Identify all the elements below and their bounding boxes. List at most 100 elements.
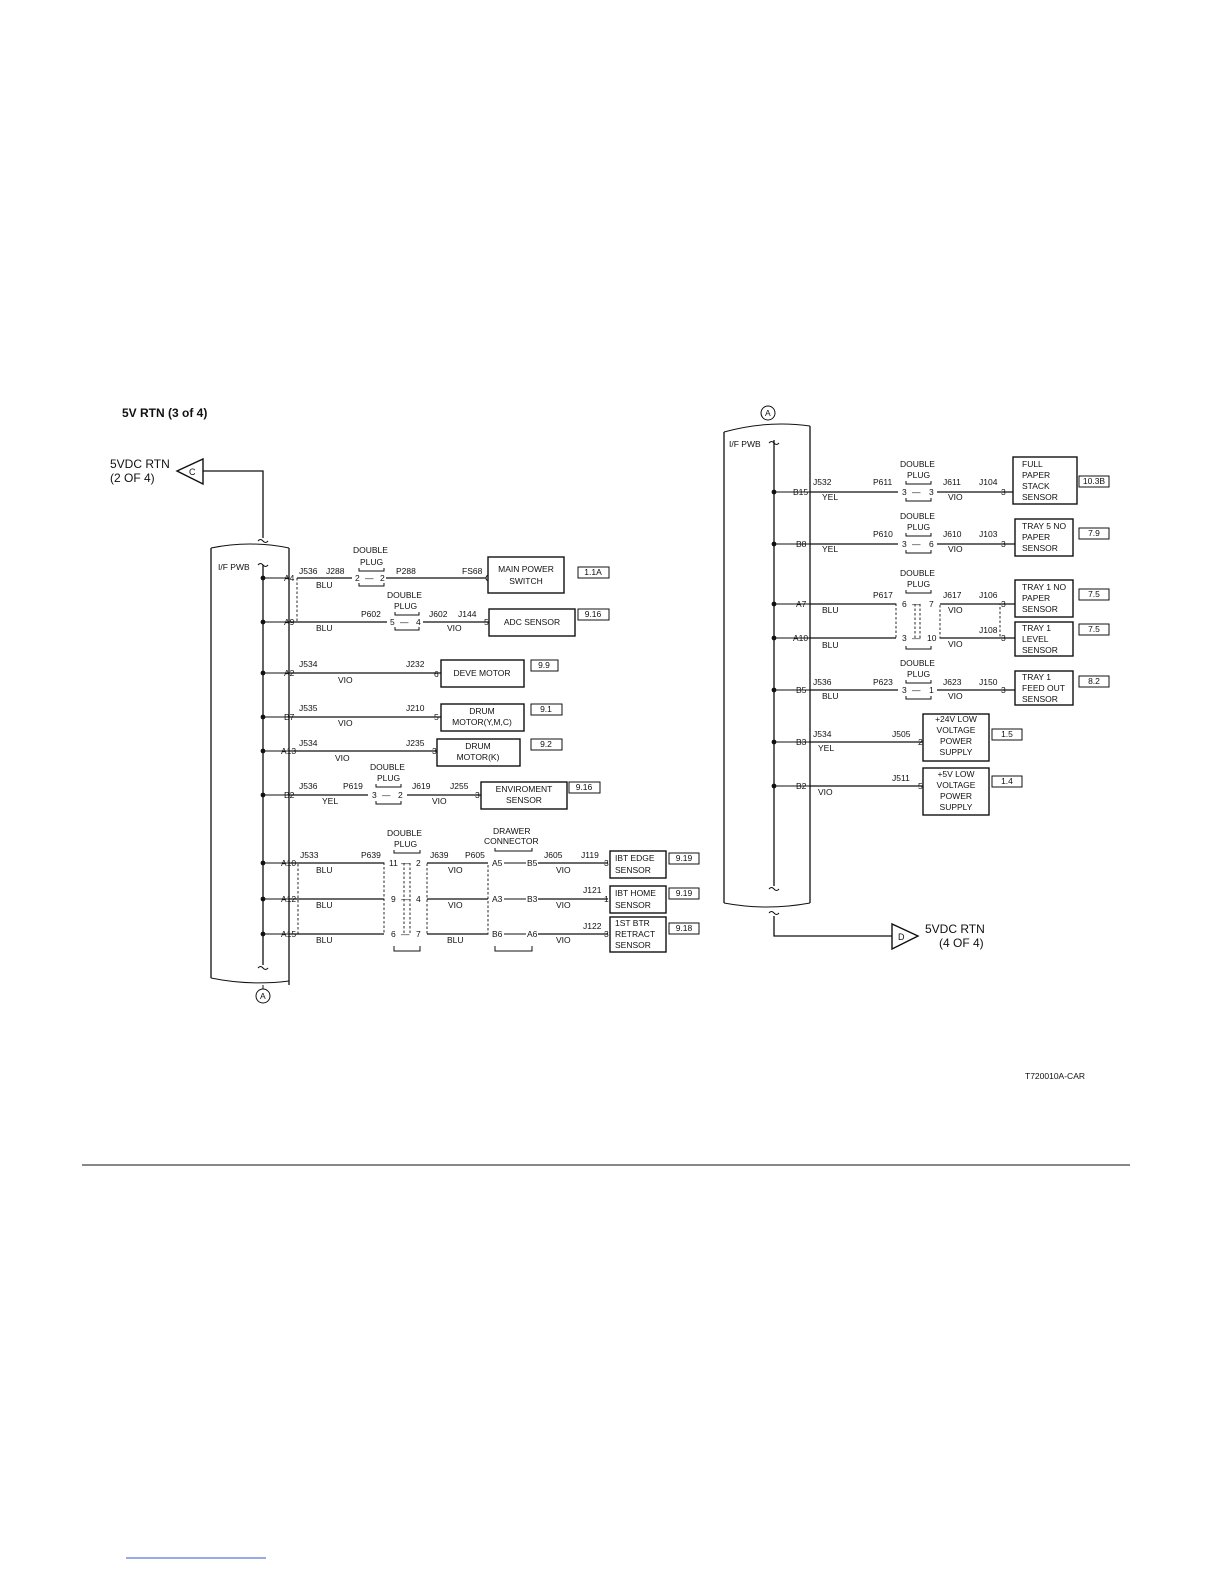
ref-badge [991, 728, 1023, 741]
right-pins: B15 B8 A7 A10 B5 B3 B2 [771, 487, 808, 791]
right-row-tray1-feed-out: J536 BLU P623 DOUBLE PLUG 3 — 1 J623 VIO… [810, 658, 1110, 706]
svg-text:LEVEL: LEVEL [1022, 634, 1049, 644]
page-title: 5V RTN (3 of 4) [122, 406, 207, 420]
device-tray1-feed-out-sensor [1014, 670, 1074, 706]
svg-text:J505: J505 [892, 729, 911, 739]
svg-text:PAPER: PAPER [1022, 593, 1050, 603]
svg-text:J602: J602 [429, 609, 448, 619]
svg-text:3: 3 [1001, 633, 1006, 643]
svg-text:J534: J534 [299, 659, 318, 669]
svg-text:7.5: 7.5 [1088, 589, 1100, 599]
svg-text:6: 6 [391, 929, 396, 939]
svg-text:9.9: 9.9 [538, 660, 550, 670]
svg-text:VOLTAGE: VOLTAGE [937, 725, 976, 735]
svg-text:1.4: 1.4 [1001, 776, 1013, 786]
ref-badge [577, 566, 610, 579]
svg-text:+24V LOW: +24V LOW [935, 714, 977, 724]
right-row-tray1-no-paper: BLU P617 DOUBLE PLUG 6 — 7 J617 VIO J106… [810, 568, 1110, 650]
svg-text:6: 6 [434, 669, 439, 679]
svg-text:DRUM: DRUM [469, 706, 495, 716]
svg-text:DOUBLE: DOUBLE [900, 568, 935, 578]
svg-text:ADC SENSOR: ADC SENSOR [504, 617, 560, 627]
svg-text:VIO: VIO [556, 935, 571, 945]
left-pwb-outline [210, 548, 290, 985]
to-offpage-label-2: (4 OF 4) [939, 936, 984, 950]
svg-text:J533: J533 [300, 850, 319, 860]
svg-text:DRUM: DRUM [465, 741, 491, 751]
svg-text:J104: J104 [979, 477, 998, 487]
svg-text:MOTOR(K): MOTOR(K) [457, 752, 500, 762]
svg-text:PAPER: PAPER [1022, 470, 1050, 480]
svg-text:9.16: 9.16 [585, 609, 602, 619]
continuation-a-top [760, 405, 776, 421]
svg-text:P610: P610 [873, 529, 893, 539]
svg-text:PLUG: PLUG [907, 669, 930, 679]
ref-badge [1078, 475, 1110, 488]
ref-badge [530, 738, 563, 751]
svg-text:—: — [912, 599, 921, 609]
svg-text:3: 3 [432, 746, 437, 756]
left-row-deve-motor: J534 J232 VIO 6 DEVE MOTOR 9.9 [289, 659, 559, 688]
svg-text:J144: J144 [458, 609, 477, 619]
svg-text:—: — [382, 790, 391, 800]
left-group-ibt-sensors: DOUBLE PLUG DRAWER CONNECTOR J533 P639 J… [289, 826, 700, 953]
svg-text:TRAY 5 NO: TRAY 5 NO [1022, 521, 1066, 531]
svg-text:3: 3 [1001, 599, 1006, 609]
svg-text:TRAY 1 NO: TRAY 1 NO [1022, 582, 1066, 592]
svg-text:SENSOR: SENSOR [615, 900, 651, 910]
svg-text:VIO: VIO [432, 796, 447, 806]
svg-text:VIO: VIO [448, 900, 463, 910]
svg-text:VIO: VIO [338, 718, 353, 728]
svg-text:—: — [401, 858, 410, 868]
ref-badge [668, 922, 700, 935]
svg-text:P623: P623 [873, 677, 893, 687]
ref-badge [530, 703, 563, 716]
svg-text:VIO: VIO [948, 605, 963, 615]
svg-text:FEED OUT: FEED OUT [1022, 683, 1065, 693]
svg-text:P605: P605 [465, 850, 485, 860]
svg-text:3: 3 [929, 487, 934, 497]
ref-badge [668, 852, 700, 865]
svg-text:A4: A4 [284, 573, 295, 583]
svg-text:VIO: VIO [335, 753, 350, 763]
svg-text:5: 5 [484, 617, 489, 627]
svg-text:RETRACT: RETRACT [615, 929, 655, 939]
ref-badge [1078, 588, 1110, 601]
svg-text:7: 7 [416, 929, 421, 939]
svg-text:J536: J536 [299, 781, 318, 791]
svg-text:11: 11 [389, 858, 398, 868]
svg-text:—: — [912, 685, 921, 695]
svg-text:FULL: FULL [1022, 459, 1043, 469]
device-tray1-level-sensor [1014, 621, 1074, 657]
right-row-tray1-level: BLU 3 — 10 VIO J108 3 TRAY 1 LEVEL SENSO… [810, 621, 1110, 657]
svg-text:6: 6 [929, 539, 934, 549]
svg-text:J150: J150 [979, 677, 998, 687]
left-row-drum-motor-k: J534 J235 VIO 3 DRUM MOTOR(K) 9.2 [289, 738, 563, 767]
svg-text:B3: B3 [527, 894, 538, 904]
device-drum-motor-ymc [440, 703, 525, 732]
left-row-main-power-switch: J536 J288 BLU DOUBLE PLUG 2 — 2 P288 FS6… [296, 545, 610, 622]
svg-text:9.18: 9.18 [676, 923, 693, 933]
svg-text:BLU: BLU [316, 865, 333, 875]
device-tray1-no-paper-sensor [1014, 579, 1074, 618]
svg-text:5: 5 [434, 712, 439, 722]
svg-text:—: — [401, 929, 410, 939]
svg-text:CONNECTOR: CONNECTOR [484, 836, 539, 846]
svg-text:SENSOR: SENSOR [1022, 492, 1058, 502]
svg-text:J534: J534 [813, 729, 832, 739]
ref-badge [1078, 623, 1110, 636]
svg-text:P639: P639 [361, 850, 381, 860]
svg-text:A: A [765, 408, 771, 418]
device-main-power-switch [487, 556, 565, 594]
wire-to-d [773, 916, 892, 937]
device-1st-btr-retract-sensor [609, 916, 667, 953]
svg-text:J511: J511 [892, 773, 910, 783]
svg-text:9.19: 9.19 [676, 853, 693, 863]
device-5v-lvps [922, 767, 990, 816]
right-row-tray5-no-paper: YEL P610 DOUBLE PLUG 3 — 6 J610 VIO J103… [810, 511, 1110, 557]
svg-text:1ST BTR: 1ST BTR [615, 918, 650, 928]
svg-text:VIO: VIO [556, 865, 571, 875]
svg-text:POWER: POWER [940, 736, 972, 746]
svg-text:—: — [912, 539, 921, 549]
